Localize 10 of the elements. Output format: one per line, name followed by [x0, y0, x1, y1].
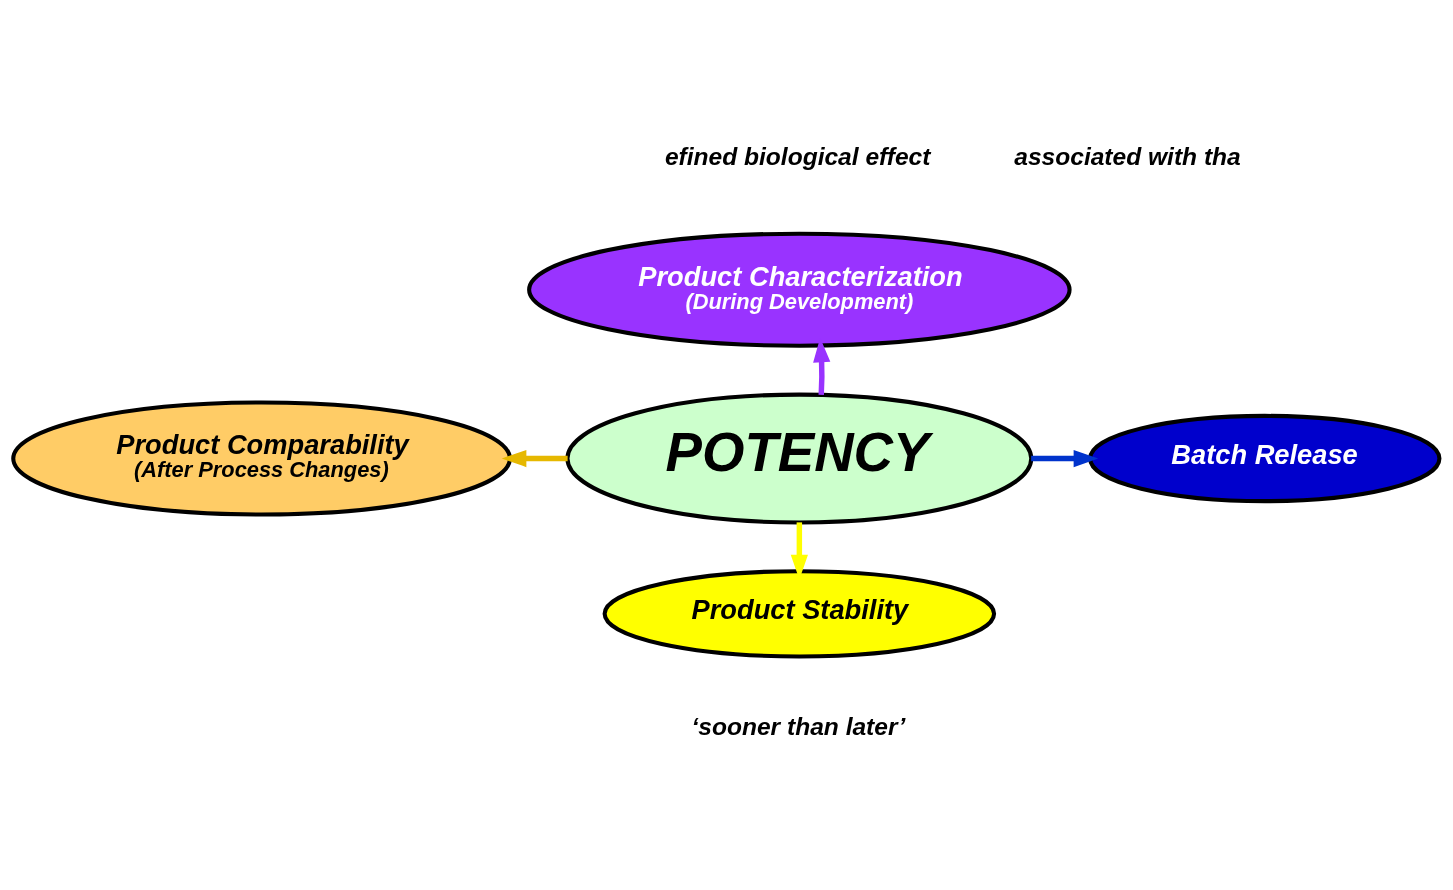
- label: efined biological effect: [664, 142, 931, 170]
- arrow: [501, 449, 568, 468]
- node-ellipse: Product Characterization (During Development): [527, 231, 1072, 348]
- arrow: [1031, 449, 1099, 468]
- node-ellipse: POTENCY: [565, 392, 1034, 525]
- node-ellipse: Product Stability: [602, 569, 997, 659]
- node-ellipse: Product Comparability (After Process Changes): [11, 400, 512, 517]
- label: ‘sooner than later’: [691, 712, 906, 740]
- label: associated with tha: [1014, 142, 1241, 170]
- node-ellipse: Batch Release: [1088, 413, 1442, 504]
